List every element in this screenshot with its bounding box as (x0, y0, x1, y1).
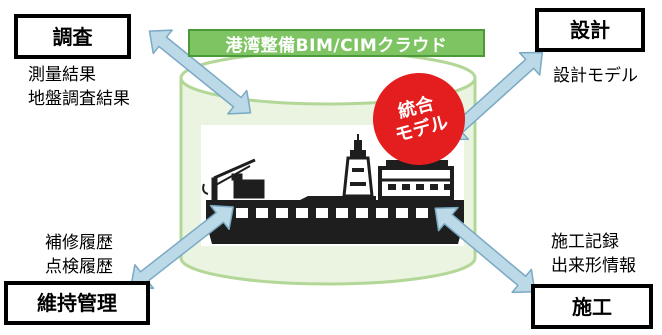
construction-arrow-icon (424, 195, 546, 305)
survey-box: 調査 (14, 14, 131, 59)
design-box: 設計 (535, 8, 645, 52)
construction-box: 施工 (531, 284, 653, 329)
construction-notes: 施工記録 出来形情報 (551, 230, 636, 278)
survey-note-survey-results: 測量結果 (28, 65, 96, 85)
maintenance-note-repair-history: 補修履歴 (45, 233, 113, 253)
survey-notes: 測量結果 地盤調査結果 (28, 63, 130, 111)
maintenance-box: 維持管理 (4, 281, 150, 325)
construction-note-records: 施工記録 (551, 232, 619, 252)
quay-wall (206, 196, 464, 244)
design-note-model: 設計モデル (553, 66, 638, 86)
maintenance-note-inspection-history: 点検履歴 (45, 257, 113, 277)
construction-note-as-built-info: 出来形情報 (551, 256, 636, 276)
maintenance-notes: 補修履歴 点検履歴 (45, 231, 113, 279)
cloud-title-banner: 港湾整備BIM/CIMクラウド (188, 29, 485, 57)
survey-note-geotechnical-results: 地盤調査結果 (28, 89, 130, 109)
design-notes: 設計モデル (553, 64, 638, 88)
